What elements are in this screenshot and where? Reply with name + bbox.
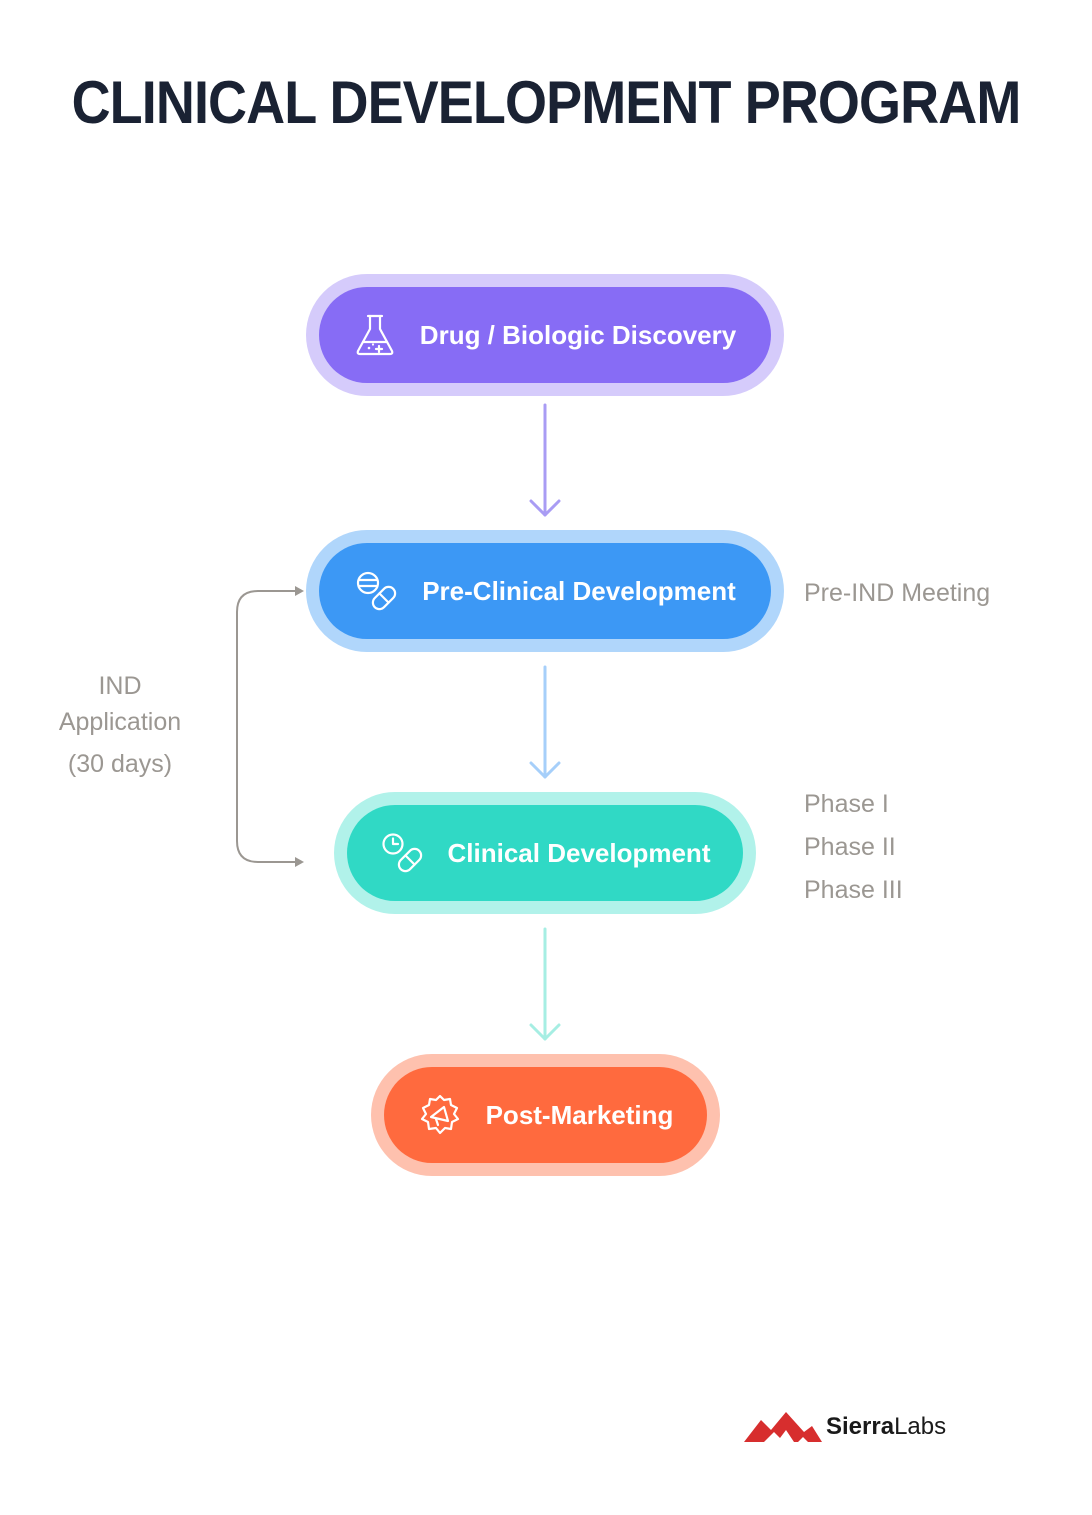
stage-label: Post-Marketing — [485, 1099, 674, 1130]
logo-wordmark: SierraLabs — [826, 1413, 946, 1441]
stage-label: Pre-Clinical Development — [422, 575, 736, 606]
ind-arrowhead-bottom — [295, 857, 304, 867]
logo-name-bold: Sierra — [826, 1413, 895, 1440]
phase-item: Phase II — [804, 833, 896, 861]
ind-arrowhead-top — [295, 586, 304, 596]
ind-loop-bracket — [236, 590, 301, 863]
ind-application-label: IND Application (30 days) — [40, 668, 200, 788]
stage-label: Drug / Biologic Discovery — [419, 319, 737, 350]
pills-icon — [357, 571, 397, 611]
arrow-clinical-to-postmarketing — [529, 927, 561, 1041]
page-title: CLINICAL DEVELOPMENT PROGRAM — [71, 69, 1022, 136]
pre-ind-meeting-label: Pre-IND Meeting — [804, 579, 991, 607]
stage-clinical: Clinical Development — [334, 792, 756, 914]
stage-post-marketing: Post-Marketing — [371, 1054, 720, 1176]
mountain-logo-icon — [744, 1412, 822, 1442]
arrow-discovery-to-preclinical — [529, 403, 561, 517]
ind-line-2: Application — [58, 708, 182, 736]
phase-item: Phase I — [804, 790, 889, 818]
ind-line-3: (30 days) — [67, 750, 173, 778]
phase-list: Phase I Phase II Phase III — [804, 789, 903, 905]
arrow-preclinical-to-clinical — [529, 665, 561, 779]
logo-name-light: Labs — [894, 1413, 947, 1440]
megaphone-icon — [420, 1094, 459, 1135]
clock-pill-icon — [381, 833, 422, 873]
phase-item: Phase III — [804, 876, 903, 904]
flask-icon — [356, 314, 394, 356]
ind-line-1: IND — [98, 672, 142, 700]
stage-label: Clinical Development — [447, 837, 711, 868]
sierralabs-logo: SierraLabs — [744, 1410, 946, 1444]
stage-drug-discovery: Drug / Biologic Discovery — [306, 274, 784, 396]
stage-pre-clinical: Pre-Clinical Development — [306, 530, 784, 652]
